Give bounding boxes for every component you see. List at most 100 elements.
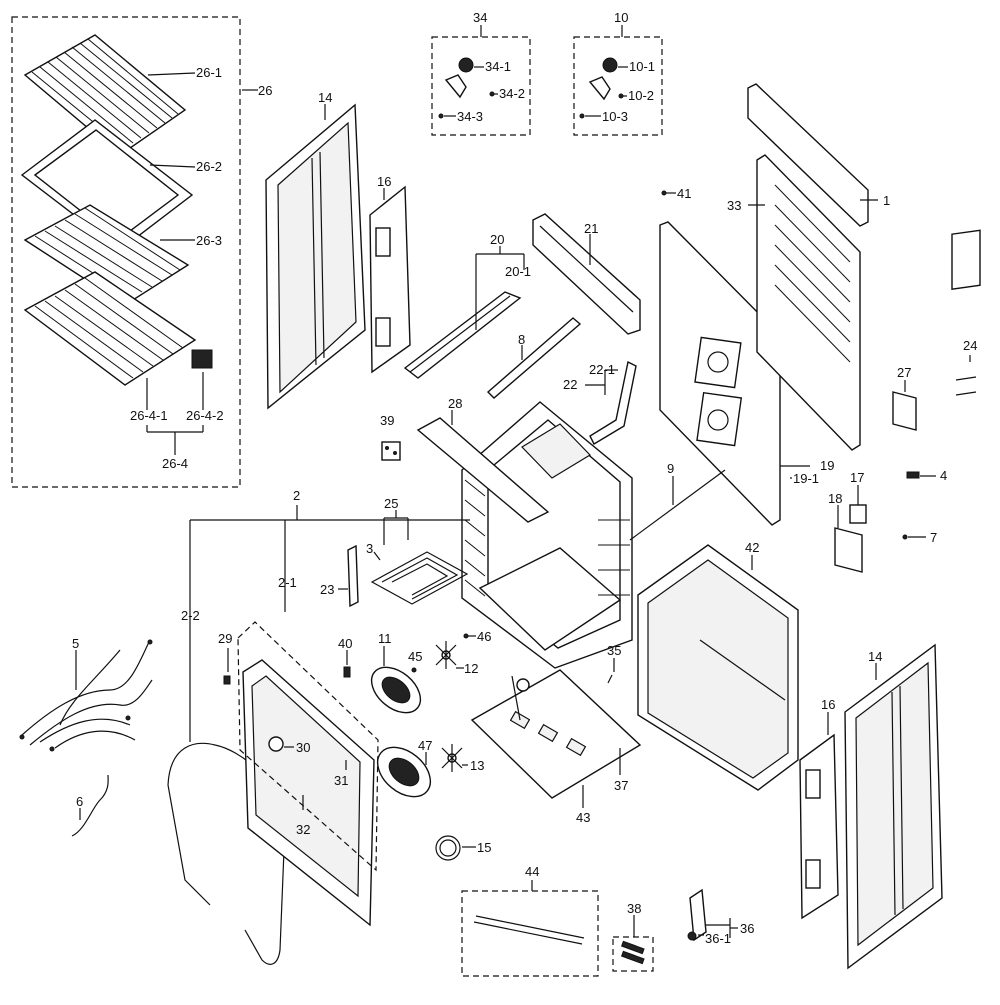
label-16-bottom: 16 [821, 697, 835, 712]
label-26-3: 26-3 [196, 233, 222, 248]
label-45: 45 [408, 649, 422, 664]
label-31: 31 [334, 773, 348, 788]
label-19-1: 19-1 [793, 471, 819, 486]
label-2: 2 [293, 488, 300, 503]
label-2-1: 2-1 [278, 575, 297, 590]
label-22-1: 22-1 [589, 362, 615, 377]
label-25: 25 [384, 496, 398, 511]
label-12: 12 [464, 661, 478, 676]
bracket-28 [416, 417, 550, 523]
rail-44b [473, 921, 583, 945]
label-2-2: 2-2 [181, 608, 200, 623]
rod-9 [629, 469, 726, 541]
label-5: 5 [72, 636, 79, 651]
screw-41 [661, 190, 667, 196]
label-38: 38 [627, 901, 641, 916]
group-34-box [431, 36, 531, 136]
label-17: 17 [850, 470, 864, 485]
label-36: 36 [740, 921, 754, 936]
label-10: 10 [614, 10, 628, 25]
rail-8 [486, 317, 582, 399]
label-37: 37 [614, 778, 628, 793]
heating-element-3 [370, 551, 469, 605]
door-inner-2-1 [242, 659, 375, 927]
label-41: 41 [677, 186, 691, 201]
label-21: 21 [584, 221, 598, 236]
label-34-2: 34-2 [499, 86, 525, 101]
label-10-2: 10-2 [628, 88, 654, 103]
label-39: 39 [380, 413, 394, 428]
rear-panel-19 [659, 221, 781, 526]
label-7: 7 [930, 530, 937, 545]
label-14-bottom: 14 [868, 649, 882, 664]
filter-24 [951, 229, 981, 396]
group-38-box [612, 936, 654, 972]
wire-harness-5 [19, 639, 153, 752]
label-34: 34 [473, 10, 487, 25]
label-34-3: 34-3 [457, 109, 483, 124]
label-36-1: 36-1 [705, 931, 731, 946]
fan-blade-13 [441, 744, 463, 772]
label-9: 9 [667, 461, 674, 476]
label-1: 1 [883, 193, 890, 208]
group-26-box [11, 16, 241, 488]
label-6: 6 [76, 794, 83, 809]
label-30: 30 [296, 740, 310, 755]
part-45 [411, 667, 417, 673]
oven-cavity [461, 401, 633, 669]
part-46 [463, 633, 469, 639]
label-33: 33 [727, 198, 741, 213]
side-panel-14-left [265, 103, 366, 410]
bottom-assembly-43 [470, 669, 642, 799]
label-26-1: 26-1 [196, 65, 222, 80]
fan-cover-11 [370, 666, 422, 714]
rear-cover-33 [756, 154, 861, 451]
group-10-box [573, 36, 663, 136]
label-32: 32 [296, 822, 310, 837]
label-26-2: 26-2 [196, 159, 222, 174]
label-11: 11 [378, 631, 392, 646]
label-10-1: 10-1 [629, 59, 655, 74]
side-bracket-16-lower [799, 733, 839, 920]
label-47: 47 [418, 738, 432, 753]
part-4 [906, 471, 920, 479]
label-26-4: 26-4 [162, 456, 188, 471]
part-39 [381, 441, 401, 461]
bracket-21 [532, 213, 641, 335]
label-13: 13 [470, 758, 484, 773]
label-22: 22 [563, 377, 577, 392]
part-40 [343, 666, 351, 678]
screw-7 [902, 534, 908, 540]
part-38 [620, 940, 645, 965]
label-16-top: 16 [377, 174, 391, 189]
hinge-36 [687, 888, 707, 942]
ring-15 [435, 835, 461, 861]
duct-22 [589, 360, 637, 445]
plate-27 [892, 391, 917, 431]
rear-top-panel-1 [747, 83, 869, 227]
label-42: 42 [745, 540, 759, 555]
door-frame-outline [237, 621, 379, 872]
label-46: 46 [477, 629, 491, 644]
rack-glide-26-4-2 [191, 349, 213, 369]
fan-blade-12 [435, 641, 457, 669]
label-27: 27 [897, 365, 911, 380]
rack-26-4-1 [23, 271, 197, 386]
label-10-3: 10-3 [602, 109, 628, 124]
cavity-liner-42 [637, 544, 799, 791]
label-8: 8 [518, 332, 525, 347]
part-35 [607, 674, 613, 684]
part-29 [223, 675, 231, 685]
label-20: 20 [490, 232, 504, 247]
label-24: 24 [963, 338, 977, 353]
label-29: 29 [218, 631, 232, 646]
bracket-20 [403, 291, 522, 379]
label-43: 43 [576, 810, 590, 825]
label-34-1: 34-1 [485, 59, 511, 74]
side-bracket-16-upper [369, 185, 411, 374]
label-26: 26 [258, 83, 272, 98]
rail-44a [475, 915, 585, 939]
label-19: 19 [820, 458, 834, 473]
bracket-18 [834, 527, 863, 573]
